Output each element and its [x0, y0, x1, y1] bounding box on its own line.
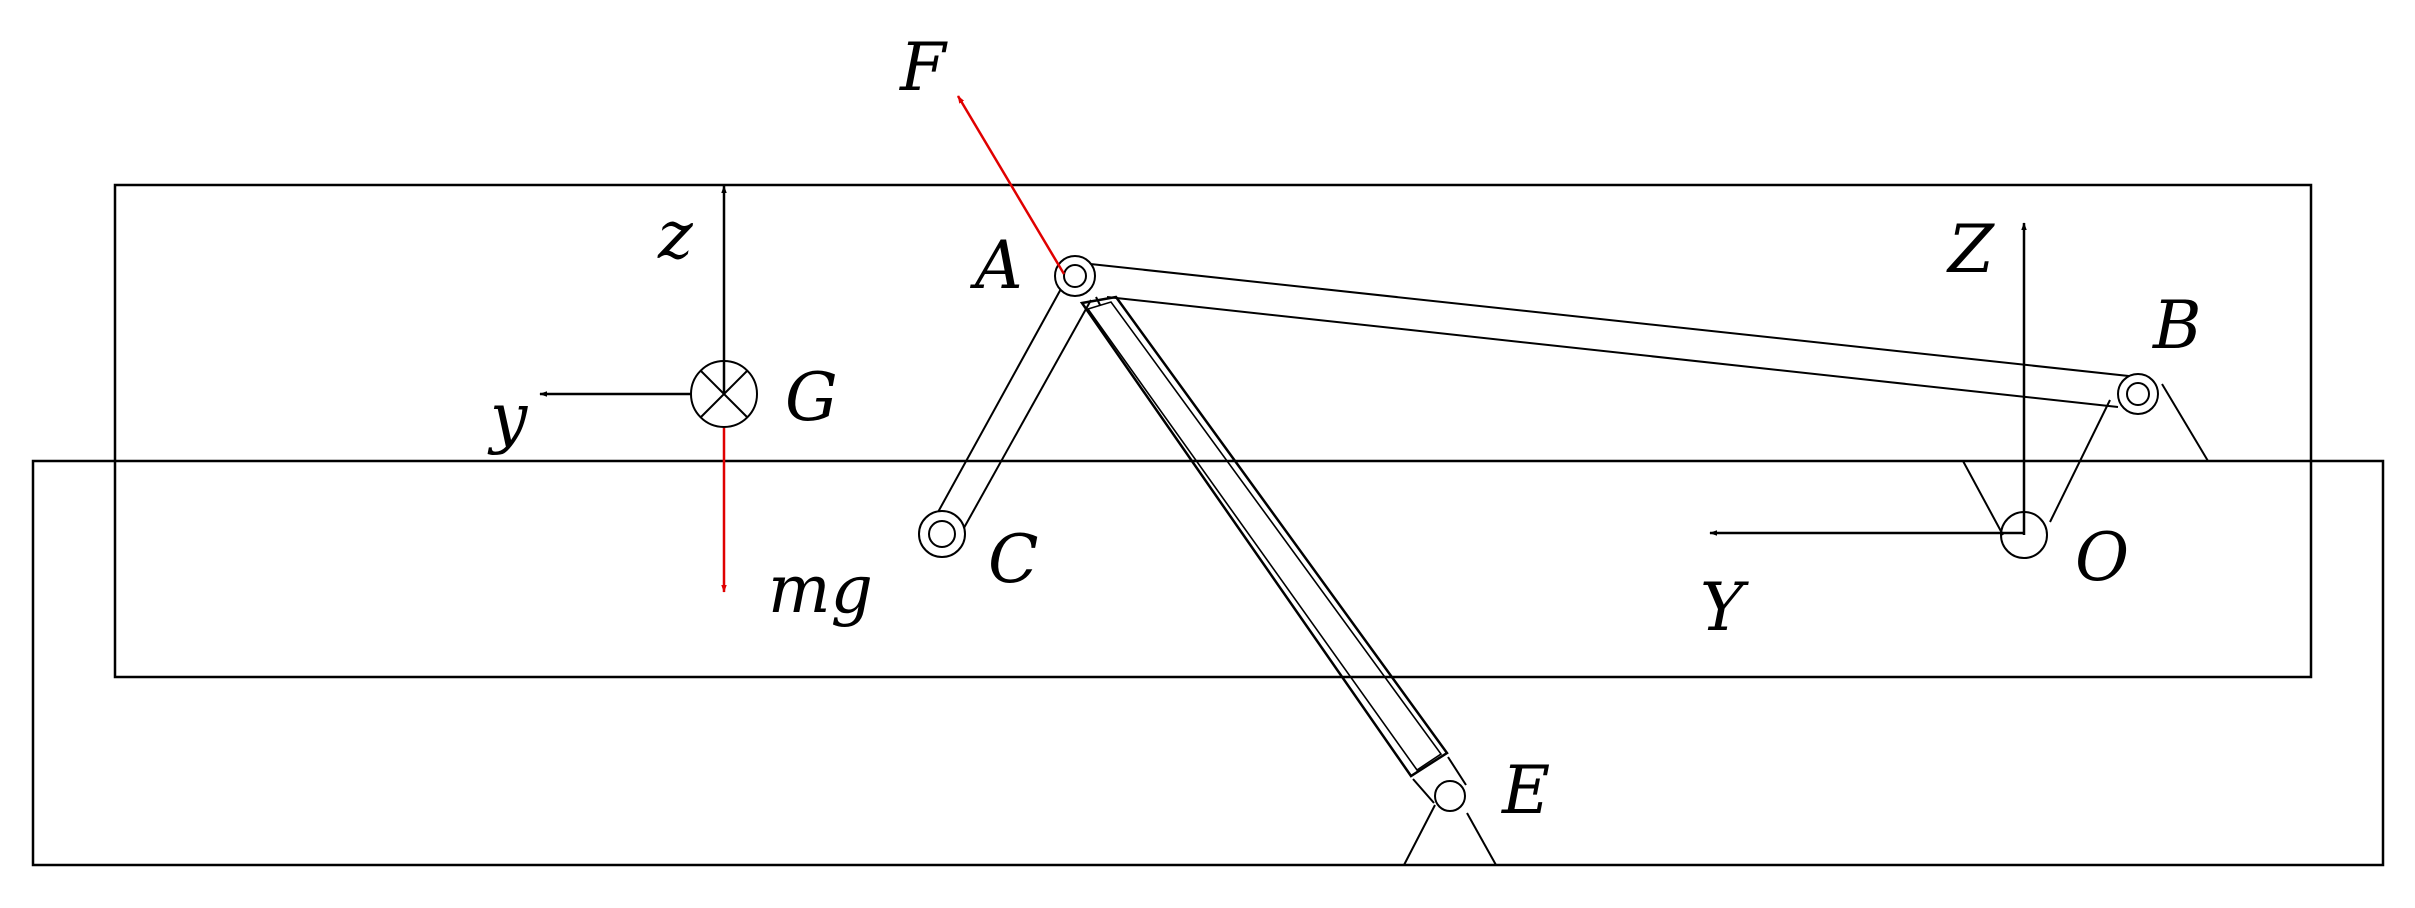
link-ac — [931, 286, 1092, 536]
lower-frame — [31, 459, 2385, 867]
pin-b — [2117, 373, 2159, 415]
support-e — [1403, 804, 1497, 866]
label-point-b: B — [2152, 287, 2202, 364]
label-force-f: F — [899, 29, 948, 106]
label-point-c: C — [988, 521, 1039, 598]
pin-a — [1054, 255, 1096, 297]
label-weight-mg: mg — [768, 551, 873, 628]
label-axis-z-local: z — [657, 197, 694, 274]
label-point-e: E — [1501, 752, 1550, 829]
label-point-o: O — [2075, 519, 2129, 596]
label-point-a: A — [969, 227, 1023, 304]
label-axis-y-global: Y — [1700, 569, 1749, 646]
label-axis-z-global: Z — [1946, 211, 1995, 288]
label-point-g: G — [785, 359, 838, 436]
support-b — [2161, 383, 2209, 462]
force-f-arrow — [956, 95, 1066, 275]
link-ab — [1080, 262, 2139, 408]
hydraulic-cylinder — [1079, 295, 1467, 804]
pin-e — [1434, 780, 1466, 812]
upper-body — [113, 183, 2313, 679]
pin-c — [918, 510, 966, 558]
label-axis-y-local: y — [487, 379, 528, 456]
